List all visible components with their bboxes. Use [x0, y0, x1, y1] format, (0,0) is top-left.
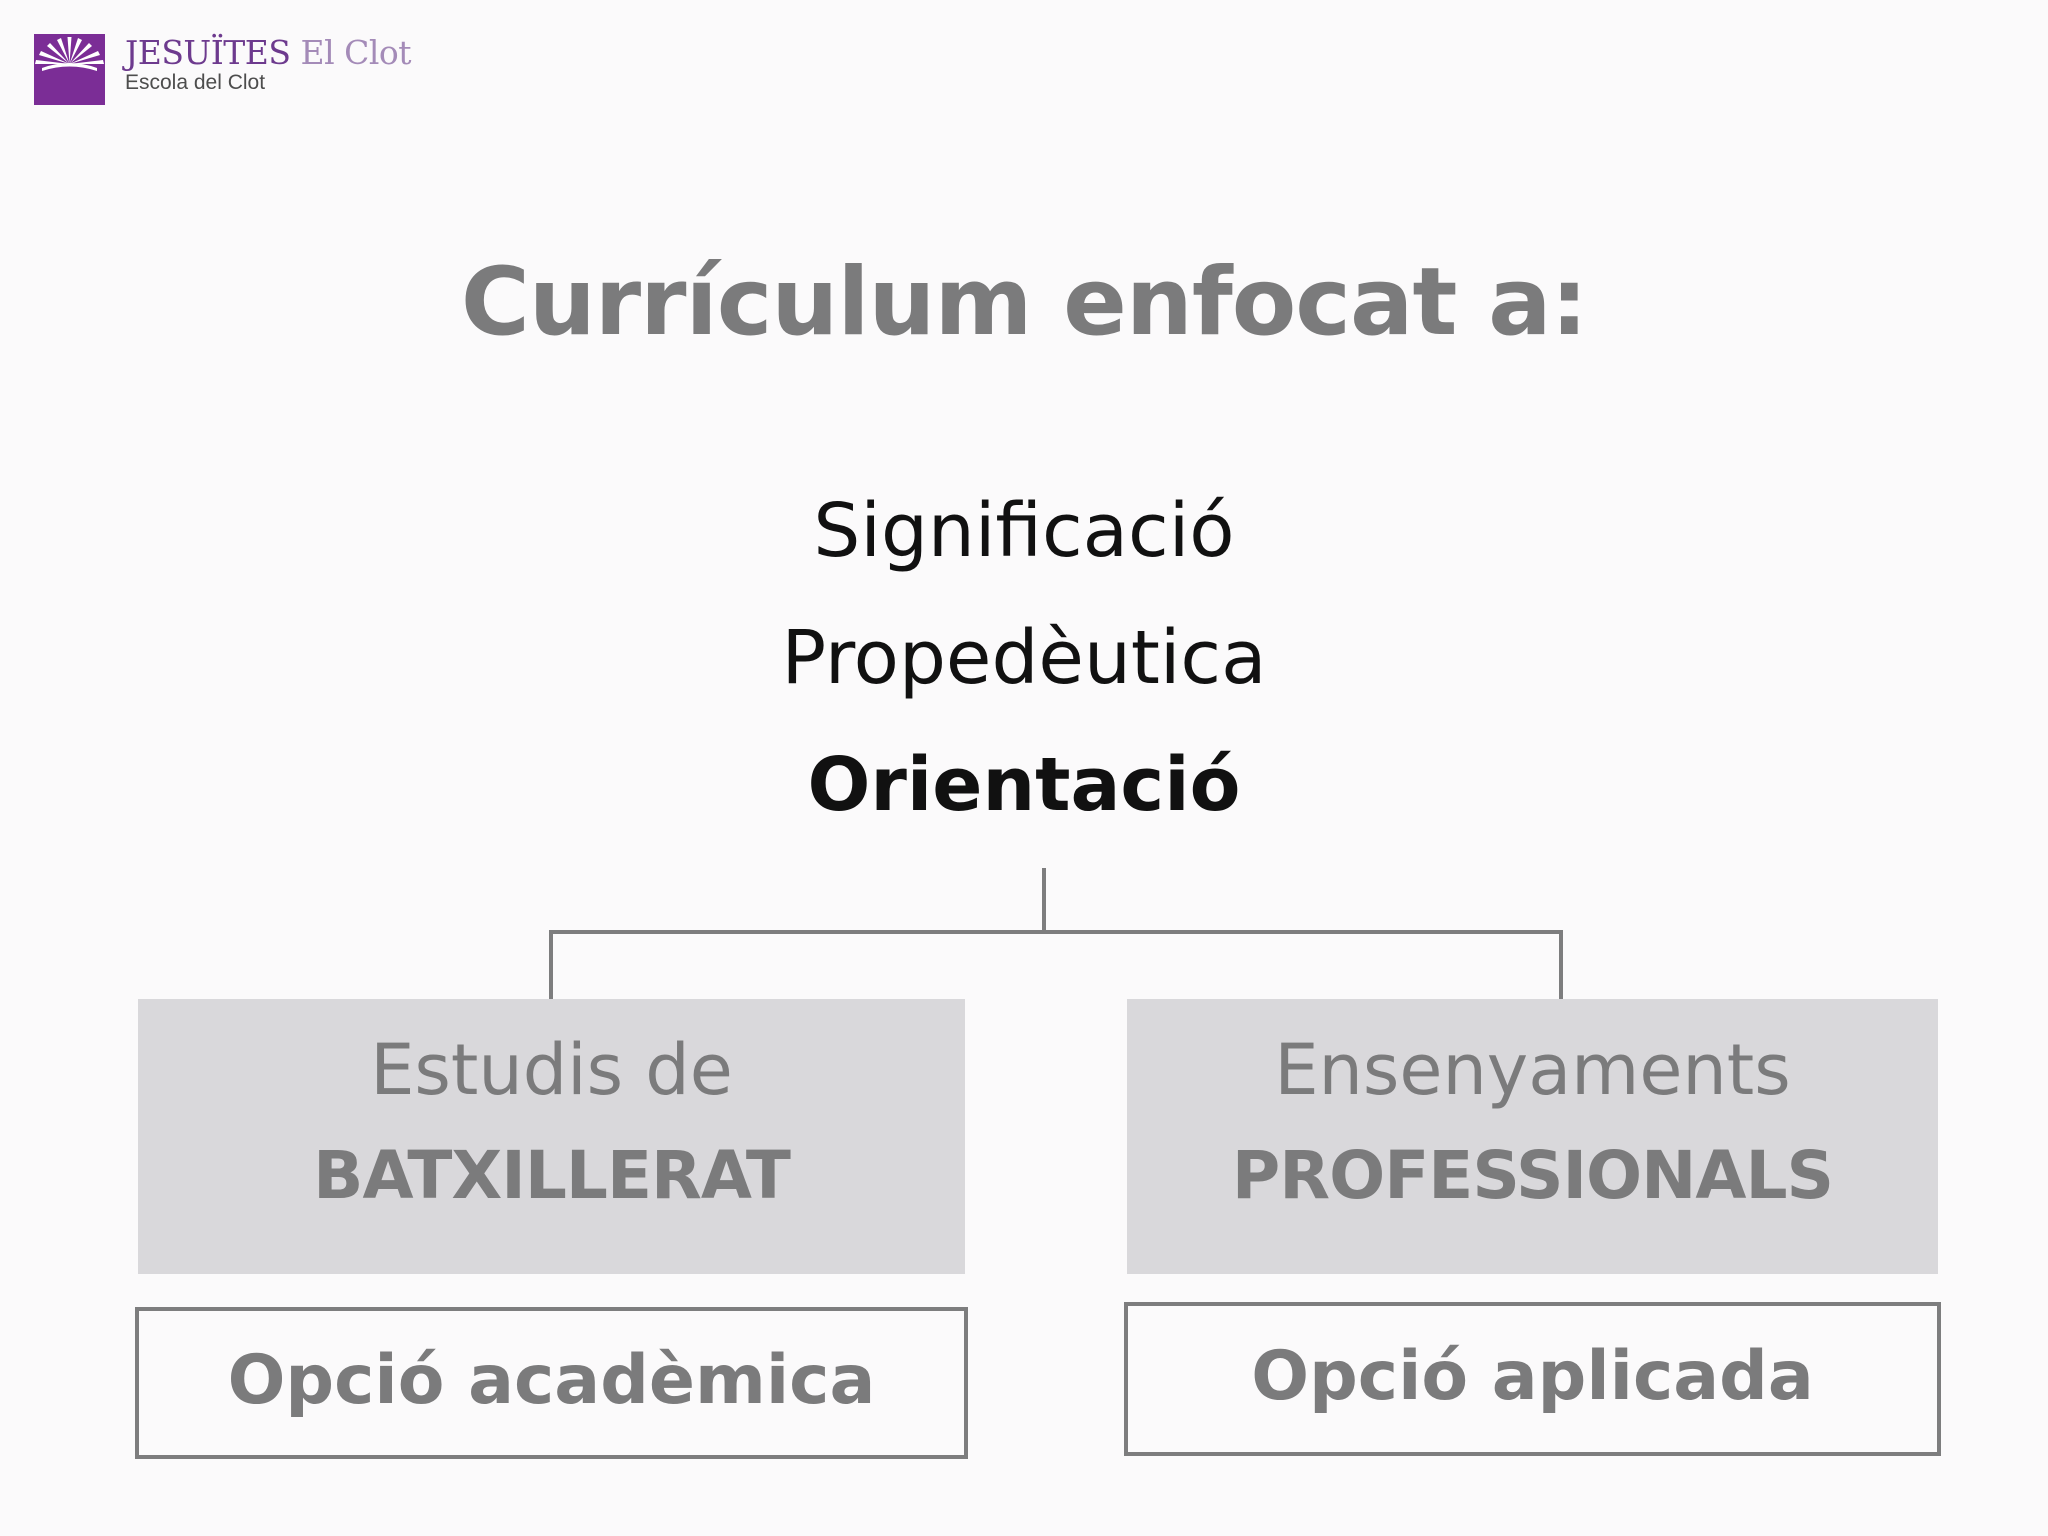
batxillerat-line1: Estudis de [370, 1029, 733, 1111]
logo-brand-strong: JESUÏTES [125, 33, 291, 72]
logo-brand-light: El Clot [300, 33, 412, 72]
focus-item-significacio: Significació [813, 488, 1235, 574]
logo-subtitle: Escola del Clot [125, 71, 266, 94]
slide-title: Currículum enfocat a: [460, 248, 1588, 357]
batxillerat-line2: BATXILLERAT [313, 1137, 791, 1214]
professionals-box: Ensenyaments PROFESSIONALS [1127, 999, 1938, 1274]
professionals-line2: PROFESSIONALS [1231, 1137, 1834, 1214]
logo-text: JESUÏTES El Clot Escola del Clot [125, 33, 412, 94]
option-aplicada-box: Opció aplicada [1124, 1302, 1941, 1456]
jesuites-logo-icon [34, 34, 105, 105]
logo-brand: JESUÏTES El Clot [125, 33, 412, 72]
batxillerat-box: Estudis de BATXILLERAT [138, 999, 965, 1274]
professionals-line1: Ensenyaments [1274, 1029, 1791, 1111]
focus-item-orientacio: Orientació [807, 742, 1241, 828]
focus-item-propedeutica: Propedèutica [781, 615, 1267, 701]
option-academica-box: Opció acadèmica [135, 1307, 968, 1459]
